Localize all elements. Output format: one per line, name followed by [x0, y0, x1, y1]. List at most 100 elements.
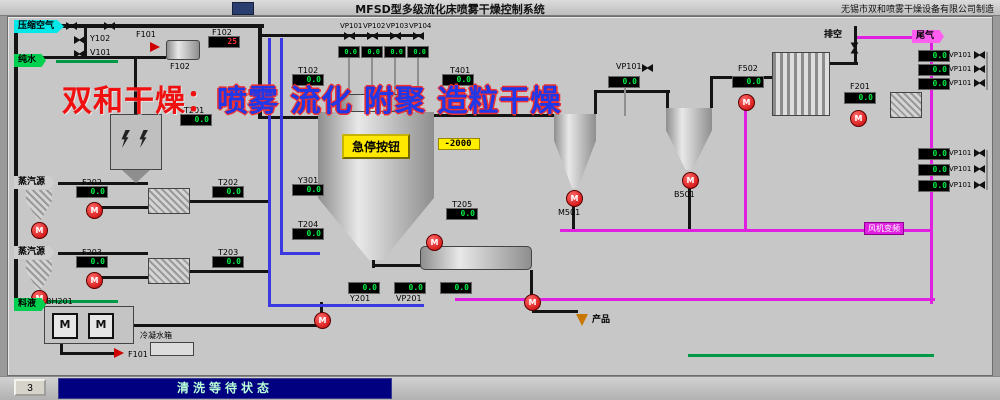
equipment-label: V101	[90, 48, 111, 57]
pump-m-icon[interactable]: M	[426, 234, 443, 251]
valve-icon[interactable]	[413, 32, 424, 40]
valve-icon[interactable]	[974, 165, 985, 173]
valve-icon[interactable]	[974, 79, 985, 87]
heater-2	[148, 258, 190, 284]
equipment-label: M501	[558, 208, 581, 217]
value-display: 0.0	[292, 184, 324, 196]
equipment-label: VP102	[363, 22, 386, 30]
blower-f102	[166, 40, 200, 60]
bag-filter	[110, 114, 162, 170]
equipment-label: T102	[298, 66, 319, 75]
pump-m-icon[interactable]: M	[682, 172, 699, 189]
pipe	[374, 264, 422, 267]
equipment-label: VP201	[396, 294, 422, 303]
value-display: 0.0	[348, 282, 380, 294]
value-display: 0.0	[918, 50, 950, 62]
lightning-icon	[139, 130, 148, 148]
pipe-magenta	[857, 36, 913, 39]
manufacturer-label: 无锡市双和喷雾干燥设备有限公司制造	[840, 5, 994, 15]
vacuum-display: -2000	[438, 138, 480, 150]
window-menu-button[interactable]	[232, 2, 254, 15]
pipe	[100, 206, 148, 209]
value-display: 0.0	[394, 282, 426, 294]
pipe	[60, 352, 116, 355]
filter-box	[890, 92, 922, 118]
value-display: 0.0	[446, 208, 478, 220]
valve-icon[interactable]	[974, 65, 985, 73]
pipe-thin	[371, 58, 373, 96]
value-display: 0.0	[212, 256, 244, 268]
status-banner: 清洗等待状态	[58, 378, 392, 399]
valve-icon[interactable]	[344, 32, 355, 40]
condensate-tank	[150, 342, 194, 356]
value-display: 0.0	[292, 228, 324, 240]
valve-icon[interactable]	[642, 64, 653, 72]
pump-m-icon[interactable]: M	[31, 222, 48, 239]
pipe	[134, 59, 137, 114]
pump-m-icon[interactable]: M	[566, 190, 583, 207]
equipment-label: VP101	[616, 62, 642, 71]
pipe	[688, 187, 691, 231]
value-display: 0.0	[918, 180, 950, 192]
equipment-label: F101	[136, 30, 156, 39]
value-display: 0.0	[76, 256, 108, 268]
pump-m-icon[interactable]: M	[850, 110, 867, 127]
valve-icon[interactable]	[390, 32, 401, 40]
pump-triangle-icon[interactable]	[150, 42, 160, 52]
equipment-label: T401	[450, 66, 471, 75]
product-label: 产品	[592, 315, 611, 325]
valve-icon[interactable]	[104, 22, 115, 30]
pump-m-icon[interactable]: M	[314, 312, 331, 329]
pipe-thin	[624, 86, 626, 116]
pump-triangle-icon[interactable]	[114, 348, 124, 358]
equipment-label: VP101	[949, 79, 972, 87]
page-select-button[interactable]: 3	[14, 379, 46, 396]
pipe	[58, 182, 148, 185]
valve-icon[interactable]	[974, 149, 985, 157]
pipe	[710, 78, 713, 108]
equipment-label: F102	[170, 62, 190, 71]
fan-motor-icon[interactable]: M	[88, 313, 114, 339]
pipe-magenta	[744, 110, 747, 230]
equipment-label: F101	[128, 350, 148, 359]
pipe	[190, 270, 270, 273]
value-display: 0.0	[338, 46, 360, 58]
equipment-label: VP104	[409, 22, 432, 30]
pipe	[14, 56, 166, 59]
equipment-label: Y201	[350, 294, 371, 303]
equipment-label: Y102	[90, 34, 111, 43]
equipment-label: F202	[82, 178, 102, 187]
valve-icon[interactable]	[74, 50, 85, 58]
pipe-green	[56, 60, 118, 63]
tag-feed: 料液	[14, 298, 47, 311]
equipment-label: T205	[452, 200, 473, 209]
value-display: 0.0	[292, 74, 324, 86]
pipe	[58, 252, 148, 255]
equipment-label: BH201	[46, 297, 73, 306]
emergency-stop-button[interactable]: 急停按钮	[342, 134, 411, 159]
vent-label: 排空	[824, 30, 843, 40]
valve-icon[interactable]	[74, 36, 85, 44]
pipe	[84, 28, 87, 58]
valve-icon[interactable]	[974, 51, 985, 59]
tower-top-cap	[340, 94, 412, 112]
pump-m-icon[interactable]: M	[738, 94, 755, 111]
value-display: 0.0	[212, 186, 244, 198]
pipe-blue	[268, 304, 424, 307]
value-display: 0.0	[76, 186, 108, 198]
fluid-bed	[420, 246, 532, 270]
value-display: 0.0	[384, 46, 406, 58]
tag-pure-water: 纯水	[14, 54, 47, 67]
pipe-green	[36, 300, 118, 303]
equipment-label: Y301	[298, 176, 319, 185]
valve-icon[interactable]	[66, 22, 77, 30]
valve-icon[interactable]	[974, 181, 985, 189]
pump-m-icon[interactable]: M	[86, 202, 103, 219]
equipment-label: VP103	[386, 22, 409, 30]
pump-m-icon[interactable]: M	[524, 294, 541, 311]
pump-m-icon[interactable]: M	[86, 272, 103, 289]
equipment-label: VP101	[949, 165, 972, 173]
equipment-label: T203	[218, 248, 239, 257]
valve-icon[interactable]	[367, 32, 378, 40]
fan-motor-icon[interactable]: M	[52, 313, 78, 339]
